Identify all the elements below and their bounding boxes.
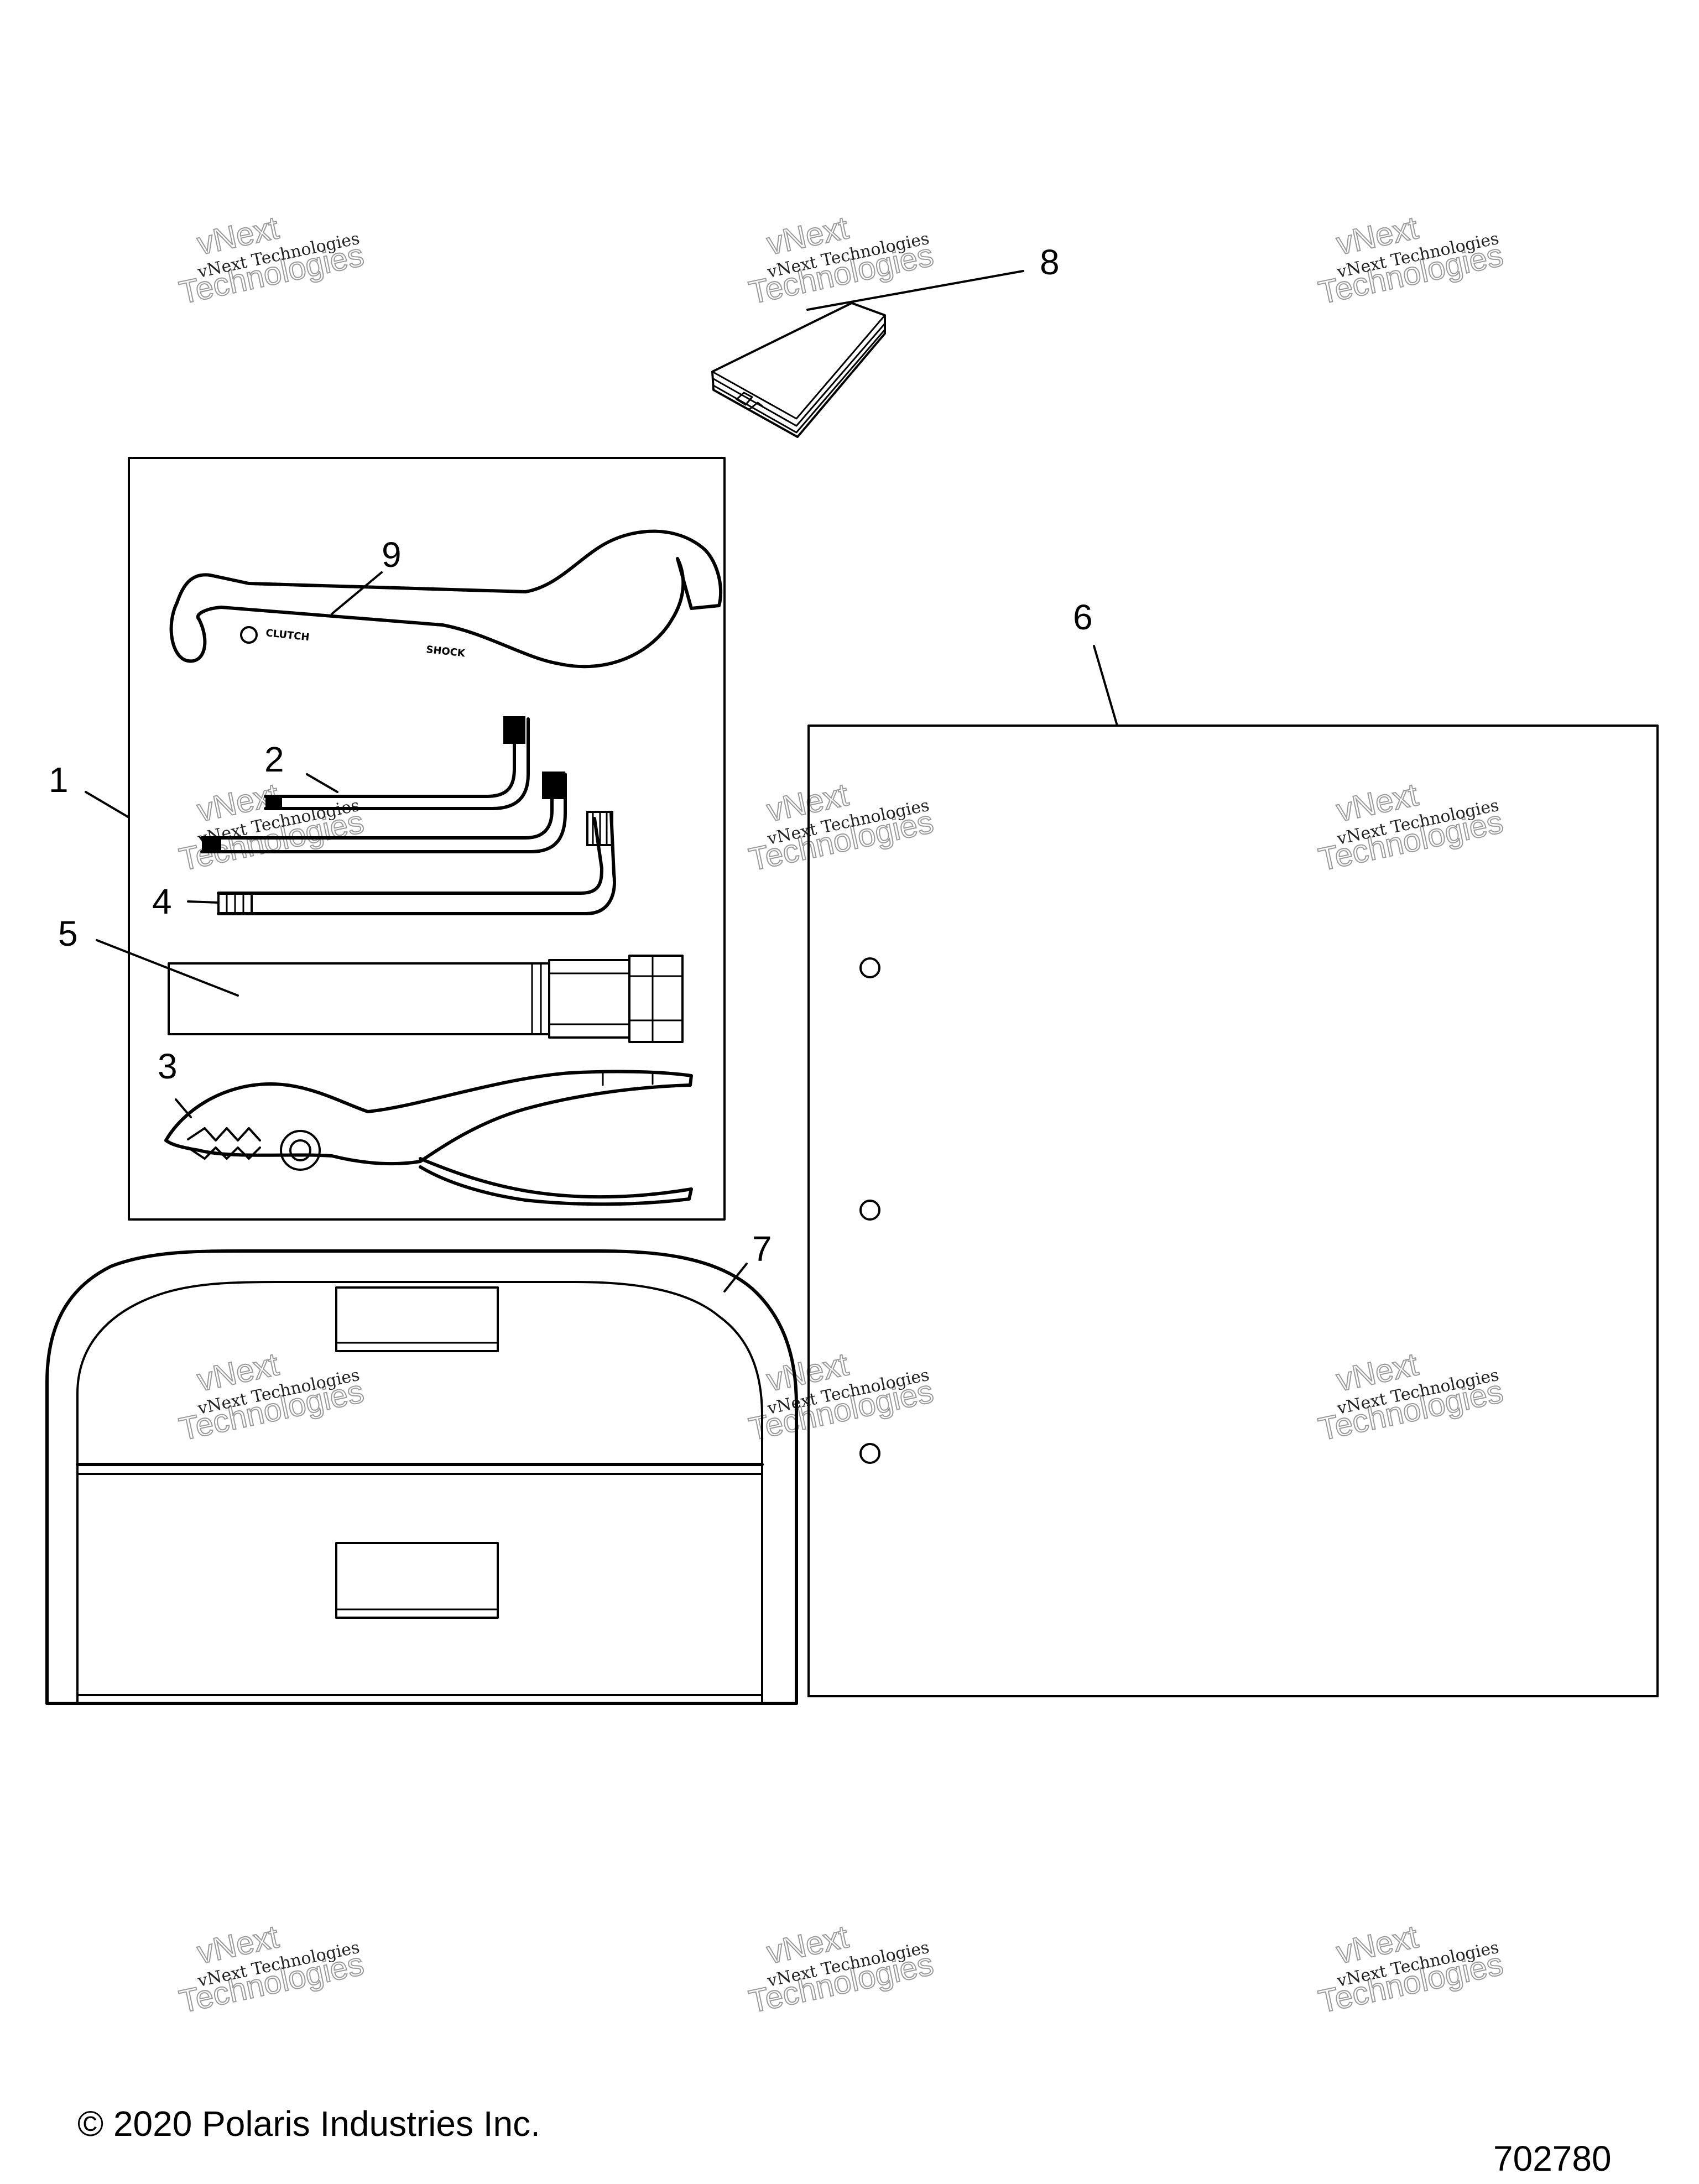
leader-9 [331,571,383,615]
watermark: vNext Technologies vNext Technologies [746,776,937,878]
leader-6 [1093,645,1118,727]
watermark: vNext Technologies vNext Technologies [746,1918,937,2020]
watermark: vNext Technologies vNext Technologies [1315,1918,1507,2020]
clutch-stamp: CLUTCH [265,627,310,643]
leader-2 [306,773,338,793]
leader-8 [806,270,1024,311]
callout-5: 5 [58,914,78,953]
leader-5 [96,939,239,997]
callout-1: 1 [49,760,69,800]
part-2-hex-key-small [264,716,530,810]
shock-stamp: SHOCK [425,644,466,659]
watermark: vNext Technologies vNext Technologies [1315,209,1507,311]
part-8-card-case [711,302,886,438]
callout-3: 3 [158,1046,178,1086]
leader-4 [187,900,220,904]
leader-7 [723,1263,748,1292]
part-6-manual-page [807,724,1659,1697]
watermarks: vNext Technologies vNext Technologies vN… [176,209,1507,2020]
watermark: vNext Technologies vNext Technologies [176,209,368,311]
watermark: vNext Technologies vNext Technologies [176,1918,368,2020]
part-5-socket-tube [168,955,684,1043]
part-9-spanner-wrench: CLUTCH SHOCK [169,529,723,669]
part-hex-key-medium [200,772,567,853]
callout-6: 6 [1073,597,1093,637]
callout-9: 9 [382,535,402,575]
part-3-pliers [164,1070,693,1206]
watermark: vNext Technologies vNext Technologies [1315,776,1507,878]
part-7-tool-bag [45,1249,798,1705]
watermark: vNext Technologies vNext Technologies [746,1346,937,1448]
tool-kit-frame [128,457,726,1221]
callout-2: 2 [264,739,284,779]
copyright-notice: © 2020 Polaris Industries Inc. [77,2104,540,2144]
watermark: vNext Technologies vNext Technologies [1315,1346,1507,1448]
leader-3 [175,1098,192,1118]
diagram-number: 702780 [1493,2139,1612,2178]
watermark: vNext Technologies vNext Technologies [746,209,937,311]
leader-1 [85,791,130,819]
callout-4: 4 [152,882,172,921]
callout-8: 8 [1040,242,1060,282]
callout-7: 7 [752,1229,772,1269]
part-4-hex-key-large [217,811,616,915]
